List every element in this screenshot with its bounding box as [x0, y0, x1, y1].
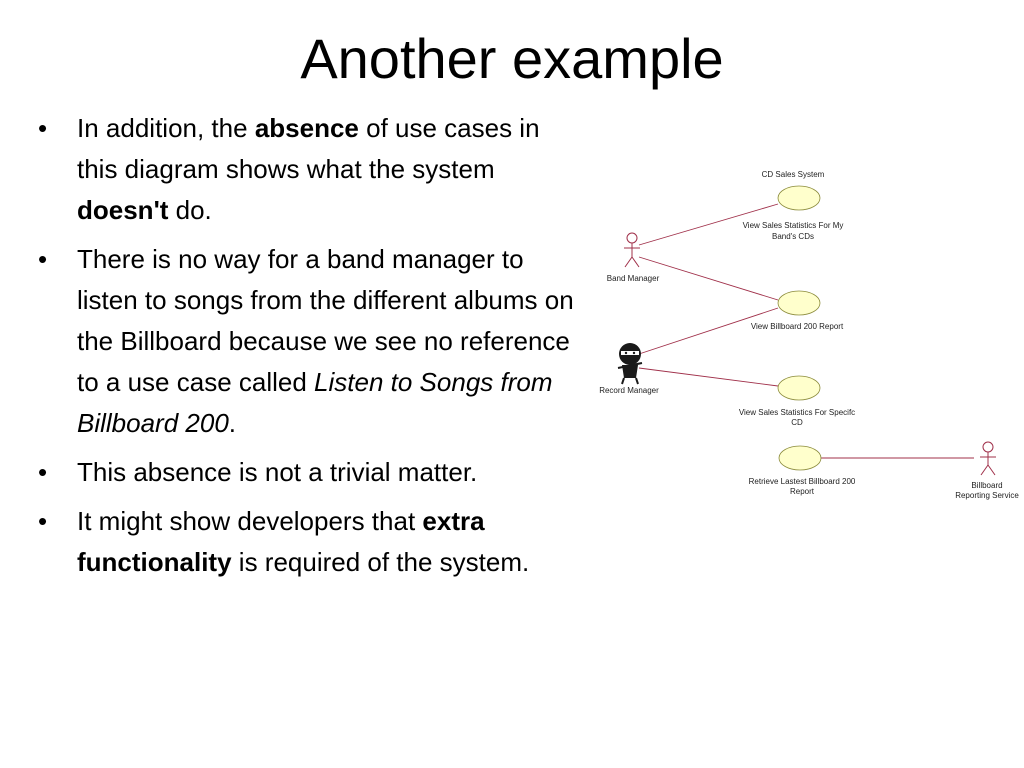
bullet-dot-icon	[38, 108, 58, 149]
actor-label-band-manager: Band Manager	[607, 274, 660, 283]
use-case-label: CD	[791, 418, 803, 427]
actor-label-billboard: Reporting Service	[955, 491, 1019, 500]
bold-text: doesn't	[77, 195, 169, 225]
bullet-text: There is no way for a band manager to li…	[77, 244, 574, 397]
band-manager-actor-icon	[624, 232, 640, 268]
bullet-item: There is no way for a band manager to li…	[38, 239, 578, 444]
bullet-text: In addition, the	[77, 113, 255, 143]
bullet-text: This absence is not a trivial matter.	[77, 457, 478, 487]
bullet-dot-icon	[38, 501, 58, 542]
billboard-service-actor-icon	[980, 441, 996, 476]
bold-text: absence	[254, 113, 359, 143]
use-case-view-billboard-report[interactable]	[777, 290, 821, 316]
bullet-item: It might show developers that extra func…	[38, 501, 578, 583]
bullet-text: is required of the system.	[231, 547, 530, 577]
bullet-item: This absence is not a trivial matter.	[38, 452, 578, 493]
association-lines	[638, 203, 974, 459]
line-record-manager-uc2	[638, 307, 779, 355]
use-case-label: Report	[790, 487, 815, 496]
bullet-text: .	[228, 408, 237, 438]
use-case-label: Retrieve Lastest Billboard 200	[749, 477, 856, 486]
slide-title: Another example	[300, 27, 724, 90]
record-manager-actor-icon	[617, 343, 643, 385]
line-band-manager-uc2	[638, 256, 779, 301]
bullet-text: It might show developers that	[77, 506, 423, 536]
bullet-text: do.	[168, 195, 212, 225]
bullet-item: In addition, the absence of use cases in…	[38, 108, 578, 231]
use-case-label: Band's CDs	[772, 232, 814, 241]
use-case-label: View Billboard 200 Report	[751, 322, 844, 331]
use-case-view-band-stats[interactable]	[777, 185, 821, 211]
bold-text: extra functionality	[77, 506, 485, 577]
actor-label-billboard: Billboard	[971, 481, 1002, 490]
bullet-text: of use cases in this diagram shows what …	[77, 113, 540, 184]
system-label: CD Sales System	[762, 170, 825, 179]
use-case-diagram: CD Sales System View Sales Statistics Fo…	[599, 170, 1019, 500]
actor-label-record-manager: Record Manager	[599, 386, 659, 395]
bullet-list: In addition, the absence of use cases in…	[38, 108, 578, 591]
line-band-manager-uc1	[638, 203, 779, 246]
bullet-dot-icon	[38, 452, 58, 493]
line-record-manager-uc3	[638, 367, 779, 387]
italic-text: Listen to Songs from Billboard 200	[77, 367, 553, 438]
use-case-label: View Sales Statistics For Specifc	[739, 408, 855, 417]
use-case-retrieve-billboard-report[interactable]	[778, 445, 822, 471]
use-case-view-cd-stats[interactable]	[777, 375, 821, 401]
use-case-label: View Sales Statistics For My	[743, 221, 844, 230]
bullet-dot-icon	[38, 239, 58, 280]
